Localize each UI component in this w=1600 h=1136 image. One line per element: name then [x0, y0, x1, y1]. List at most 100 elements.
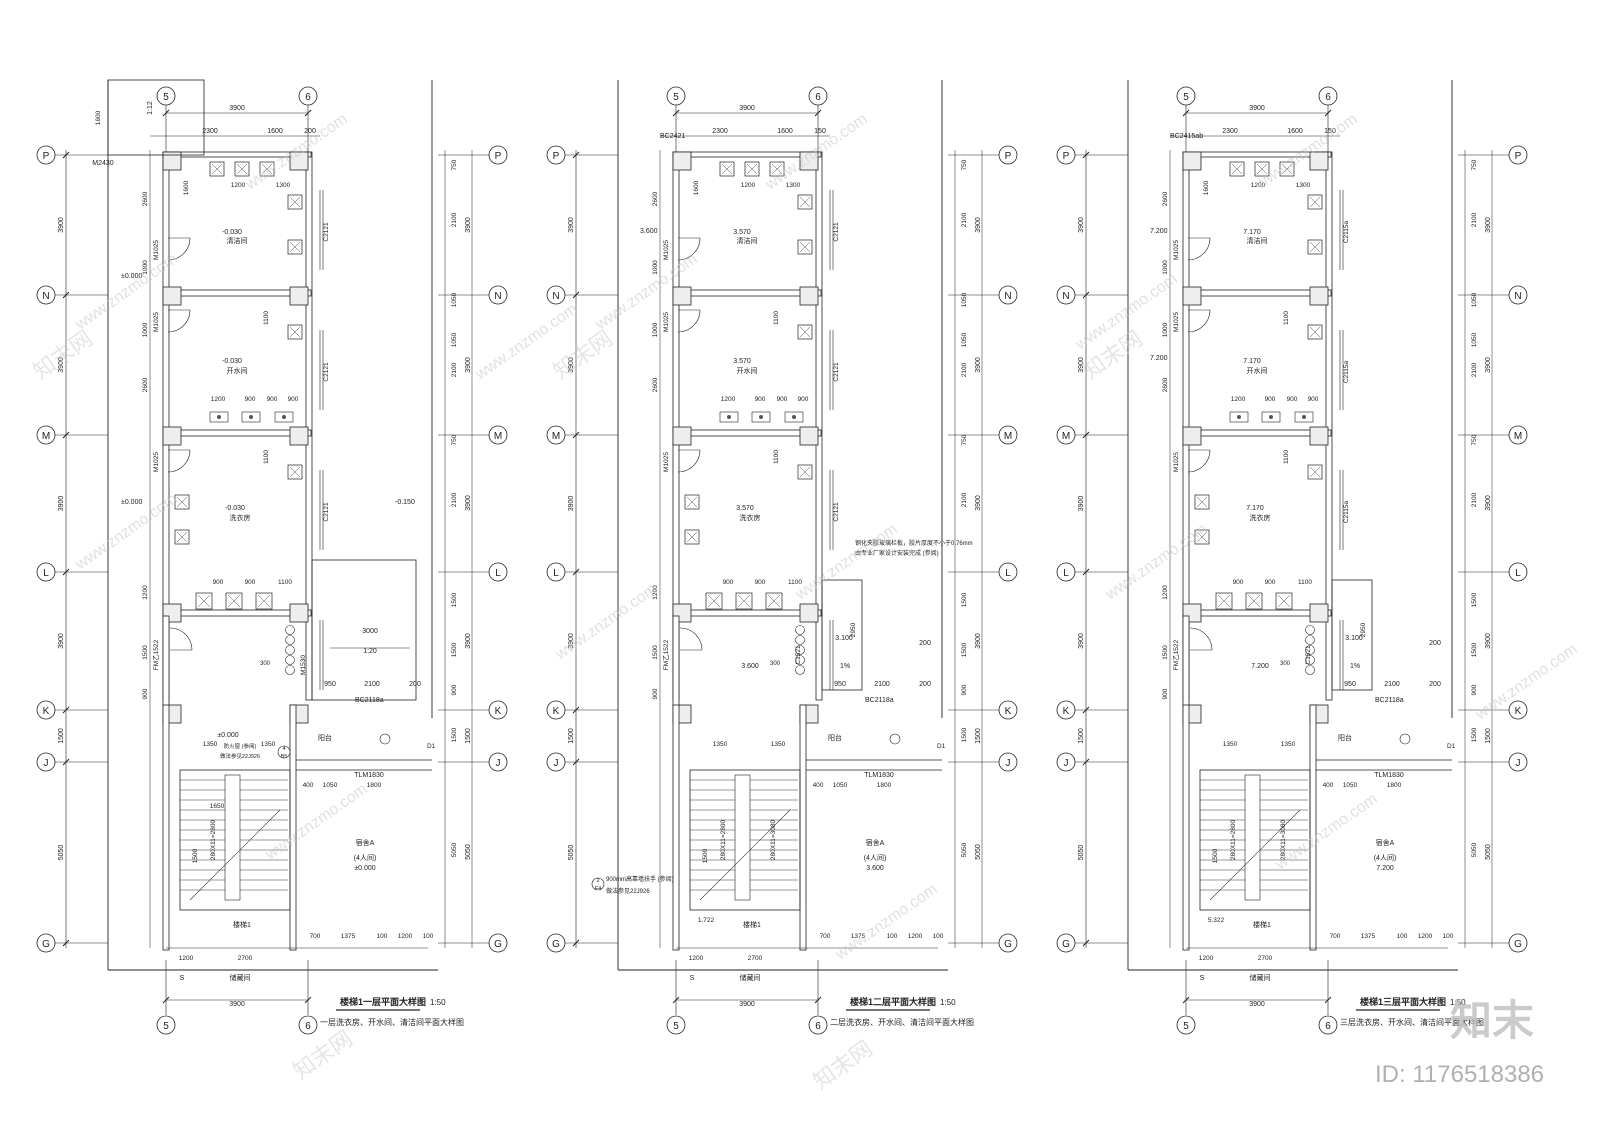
axis-bubble-row-right	[1508, 700, 1528, 720]
note-text: 防火窗 (参阅)	[224, 742, 257, 750]
fixture-x	[1309, 196, 1321, 208]
fixture-x	[257, 594, 271, 608]
stair-handrail-core	[1244, 774, 1261, 901]
fixture-x	[1277, 594, 1291, 608]
axis-bubble-row-right	[488, 562, 508, 582]
dim-text: 2700	[1258, 955, 1273, 962]
dim-text: 100	[1443, 933, 1454, 940]
fixture-x	[1281, 163, 1293, 175]
dim-text: 5050	[1471, 842, 1478, 857]
dim-text: 1375	[1361, 933, 1376, 940]
dim-tick	[1082, 758, 1090, 766]
axis-bubble-5-bottom	[156, 1015, 176, 1035]
fixture-x	[767, 594, 781, 608]
dim-text: 900	[1265, 396, 1276, 403]
dim-text: 200	[1429, 640, 1441, 647]
dim-text: 1000	[1162, 322, 1169, 337]
axis-bubble-6-top-label: 6	[815, 92, 821, 103]
fixture-x	[261, 163, 273, 175]
room-label-clean: 清洁间	[737, 236, 758, 245]
dim-text: 1500	[1162, 645, 1169, 660]
stair-break-line	[189, 809, 281, 901]
dim-text: 1050	[1471, 292, 1478, 307]
axis-bubble-row-left	[546, 425, 566, 445]
axis-bubble-row-left-label: G	[552, 939, 560, 950]
fixture-x	[686, 531, 698, 543]
door-tag: M1025	[153, 452, 160, 472]
wall-mid-lower	[1309, 704, 1317, 951]
room-label-dorm: 宿舍A	[1376, 838, 1395, 847]
axis-bubble-row-left-label: N	[1062, 291, 1069, 302]
axis-bubble-row-left-label: J	[44, 758, 49, 769]
axis-bubble-row-left-label: P	[553, 151, 560, 162]
room-label-laundry: 洗衣房	[740, 513, 761, 522]
axis-bubble-row-right-label: N	[494, 291, 501, 302]
dim-text: 3900	[1485, 357, 1492, 373]
dim-text: 900	[451, 684, 458, 695]
dim-text: 3900	[975, 495, 982, 511]
axis-bubble-row-right	[1508, 752, 1528, 772]
room-label-laundry: 洗衣房	[230, 513, 251, 522]
dim-text: 3900	[739, 1001, 755, 1008]
wall-column	[1309, 286, 1329, 306]
axis-bubble-5-top	[1176, 86, 1196, 106]
dim-text: 1100	[1283, 311, 1290, 325]
dim-text: 900	[961, 684, 968, 695]
fixture-x	[1196, 531, 1208, 543]
axis-bubble-row-right	[998, 285, 1018, 305]
axis-bubble-6-bottom-label: 6	[1325, 1021, 1331, 1032]
note-text: 钢化夹胶玻璃栏板，胶片厚度不小于0.76mm	[855, 539, 973, 547]
axis-bubble-row-left-label: M	[552, 431, 560, 442]
axis-bubble-row-left	[36, 752, 56, 772]
plan-scale: 1:50	[940, 998, 956, 1007]
axis-bubble-row-right	[488, 752, 508, 772]
dim-text: 300	[770, 661, 781, 667]
axis-bubble-row-right-label: P	[1005, 151, 1012, 162]
axis-bubble-row-left	[1056, 752, 1076, 772]
axis-bubble-row-right	[1508, 562, 1528, 582]
axis-bubble-row-left-label: G	[1062, 939, 1070, 950]
dim-text: 1500	[58, 728, 65, 744]
axis-bubble-row-left	[36, 425, 56, 445]
door-swing	[677, 237, 701, 261]
dim-text: 900	[213, 579, 224, 586]
dim-text: 1050	[961, 292, 968, 307]
dim-text: 100	[377, 933, 388, 940]
dim-text: 900	[245, 579, 256, 586]
axis-bubble-row-right	[1508, 933, 1528, 953]
window-tag: C2121	[833, 222, 840, 242]
dim-text: 1500	[975, 728, 982, 744]
axis-bubble-row-left-label: M	[42, 431, 50, 442]
pipe-stack	[795, 635, 805, 645]
door-swing	[677, 309, 701, 333]
wall-column	[672, 151, 692, 171]
pipe-stack	[795, 665, 805, 675]
stair-handrail-core	[734, 774, 751, 901]
window-tag: C1521	[795, 645, 802, 665]
door-tag: FM乙1522	[1172, 639, 1180, 670]
floor-drain	[889, 733, 901, 745]
dim-text: 1200	[211, 396, 226, 403]
room-label-dorm: 宿舍A	[866, 838, 885, 847]
dim-text: 1200	[652, 585, 659, 600]
axis-bubble-5-bottom	[666, 1015, 686, 1035]
pipe-stack	[285, 665, 295, 675]
dim-text: 2950	[850, 622, 857, 637]
dim-text: 300	[1280, 661, 1291, 667]
room-label-dorm: 宿舍A	[356, 838, 375, 847]
dim-text: 2600	[1162, 377, 1169, 392]
stair-break-line	[699, 809, 791, 901]
dim-text: 1500	[1471, 592, 1478, 607]
window-tag: C2115a	[1343, 220, 1350, 243]
sink-drain	[1269, 415, 1273, 419]
axis-bubble-row-right	[998, 752, 1018, 772]
dim-text: 1200	[1162, 585, 1169, 600]
plan-scale: 1:50	[1450, 998, 1466, 1007]
wall-column	[162, 426, 182, 446]
door-swing	[167, 449, 191, 473]
pipe-stack	[795, 655, 805, 665]
plan-subtitle: 二层洗衣房、开水间、清洁间平面大样图	[830, 1017, 974, 1027]
axis-bubble-row-right	[488, 425, 508, 445]
elevation-mark: 3.570	[736, 505, 754, 512]
